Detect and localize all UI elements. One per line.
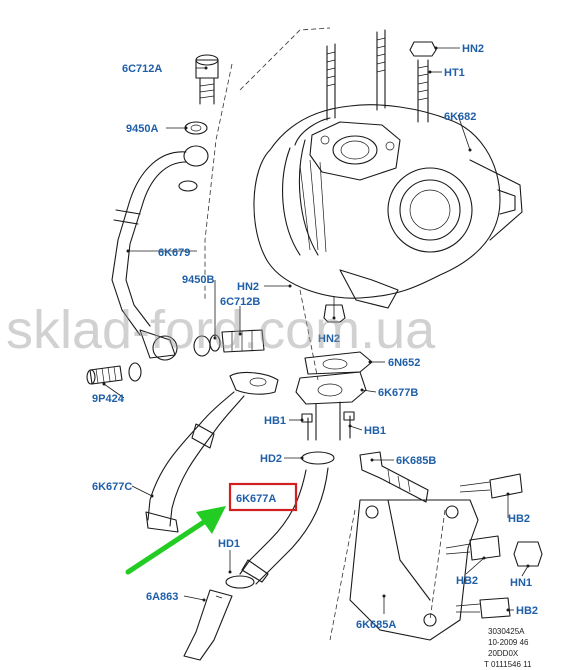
ref-line-1: 3030425A [488, 627, 525, 636]
pointer-arrow [125, 506, 226, 575]
label-6k679: 6K679 [158, 247, 190, 259]
label-hb2-top: HB2 [508, 513, 530, 525]
return-pipe-lower [225, 451, 335, 589]
label-6k677a: 6K677A [236, 493, 276, 505]
highlight-box [228, 482, 298, 512]
label-9450b: 9450B [182, 274, 214, 286]
support-bracket [349, 451, 543, 641]
label-9450a: 9450A [126, 123, 158, 135]
assembly-guide-lines [204, 27, 446, 641]
label-6k685a: 6K685A [356, 619, 396, 631]
watermark: sklad-ford.com.ua [6, 300, 436, 360]
label-6n652: 6N652 [388, 357, 420, 369]
label-6k685b: 6K685B [396, 455, 436, 467]
oil-filter-screen [86, 362, 142, 385]
label-hn2-top: HN2 [462, 43, 484, 55]
lower-banjo-assembly [193, 329, 265, 357]
label-6k682: 6K682 [444, 111, 476, 123]
ref-line-2: 10-2009 46 [488, 638, 529, 647]
leader-lines [102, 46, 530, 614]
label-hb1-left: HB1 [264, 415, 286, 427]
label-hn1: HN1 [510, 577, 532, 589]
label-6c712b: 6C712B [220, 296, 260, 308]
label-hd2: HD2 [260, 453, 282, 465]
label-hb2-mid: HB2 [456, 575, 478, 587]
ref-line-4: T 0111546 11 [484, 660, 532, 669]
label-6k677b: 6K677B [378, 387, 418, 399]
ref-line-3: 20DD0X [488, 649, 519, 658]
label-hd1: HD1 [218, 538, 240, 550]
label-6a863: 6A863 [146, 591, 178, 603]
label-9p424: 9P424 [92, 393, 125, 405]
label-ht1: HT1 [444, 67, 465, 79]
label-6c712a: 6C712A [122, 63, 162, 75]
label-6k677c: 6K677C [92, 481, 132, 493]
crankcase-tube [183, 589, 233, 661]
label-hb2-bottom: HB2 [516, 605, 538, 617]
return-pipe-upper [145, 371, 279, 533]
label-hb1-right: HB1 [364, 425, 386, 437]
label-hn2-mid: HN2 [318, 333, 340, 345]
highlighted-part: 6K677A [228, 482, 298, 512]
reference-codes: 3030425A 10-2009 46 20DD0X T 0111546 11 [484, 627, 532, 669]
turbocharger [253, 104, 523, 309]
studs [326, 29, 437, 123]
label-hn2-left: HN2 [237, 281, 259, 293]
part-labels: 6C712A 9450A 6K679 9450B 6C712B HN2 HT1 … [92, 43, 538, 631]
